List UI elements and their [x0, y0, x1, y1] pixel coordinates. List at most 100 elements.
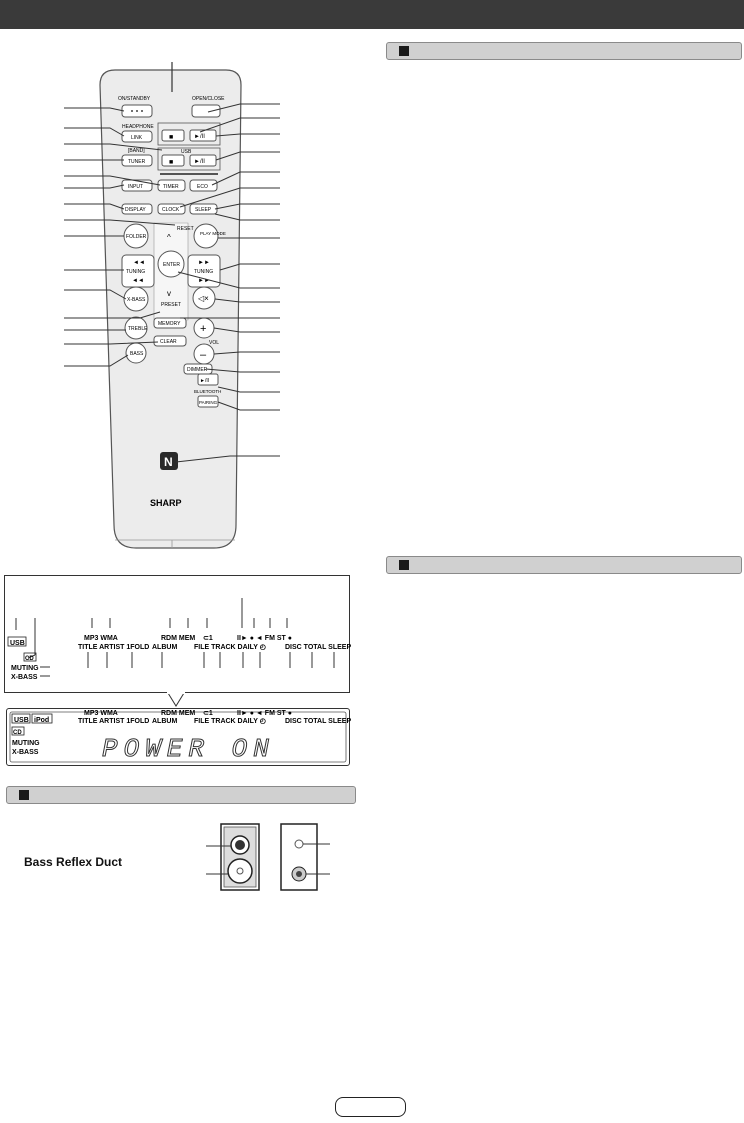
- headphone-label: HEADPHONE: [122, 124, 154, 130]
- timer-label: TIMER: [163, 184, 179, 190]
- play-mode-label: PLAY MODE: [200, 231, 226, 236]
- on-standby-label: ON/STANDBY: [118, 96, 151, 102]
- mute-button: [192, 286, 216, 310]
- cd-stop-symbol: ■: [169, 134, 173, 141]
- sleep-label: SLEEP: [195, 207, 212, 213]
- memory-button: [153, 317, 187, 329]
- section-heading-bar: [6, 786, 356, 804]
- bt-play-pause-symbol: ►/II: [200, 378, 209, 384]
- reset-label: RESET: [177, 226, 194, 232]
- lcd-repeat: ⊂1: [203, 710, 213, 717]
- clock-label: CLOCK: [162, 207, 180, 213]
- enter-label: ENTER: [163, 262, 180, 268]
- lcd-ipod: iPod: [34, 717, 49, 724]
- dimmer-label: DIMMER: [187, 367, 208, 373]
- lcd-xbass: X-BASS: [12, 749, 39, 756]
- lcd-rdm-mem: RDM MEM: [161, 710, 195, 717]
- page-number-box: [335, 1097, 406, 1117]
- x-bass-label: X-BASS: [127, 297, 146, 303]
- lcd-display-contents: USB iPod MP3 WMA RDM MEM ⊂1 II► ● ◄ FM S…: [9, 710, 351, 765]
- lcd-message: POWER ON: [102, 734, 275, 764]
- xbass-indicator: X-BASS: [11, 674, 38, 681]
- lcd-album: ALBUM: [152, 718, 177, 725]
- clear-button: [153, 335, 187, 347]
- tuner-label: TUNER: [128, 159, 146, 165]
- band-label: [BAND]: [128, 148, 145, 154]
- clock-button: [157, 203, 186, 215]
- usb-stop-symbol: ■: [169, 159, 173, 166]
- svg-text:v: v: [167, 289, 171, 298]
- usb-stop-button: [161, 154, 185, 167]
- enter-button: [157, 250, 185, 278]
- lcd-format: MP3 WMA: [84, 710, 118, 717]
- svg-text:◄◄: ◄◄: [133, 260, 145, 266]
- lcd-usb: USB: [14, 717, 29, 724]
- lcd-display-panel: [6, 708, 350, 766]
- svg-text:^: ^: [167, 233, 171, 242]
- pairing-button: [197, 395, 219, 408]
- section-bullet-icon: [399, 560, 409, 570]
- usb-indicator: USB: [10, 640, 25, 647]
- svg-text:◁×: ◁×: [198, 294, 209, 303]
- link-button: [121, 130, 153, 143]
- nfc-icon: [160, 452, 178, 470]
- title-artist-fold-indicator: TITLE ARTIST 1FOLD: [78, 644, 149, 651]
- lcd-title-artist: TITLE ARTIST 1FOLD: [78, 718, 149, 725]
- section-heading-bar: [386, 42, 742, 60]
- section-heading-bar: [386, 556, 742, 574]
- lcd-muting: MUTING: [12, 740, 40, 747]
- play-state-indicators: II► ● ◄ FM ST ●: [237, 635, 292, 642]
- section-bullet-icon: [19, 790, 29, 800]
- lcd-disc-total: DISC TOTAL SLEEP: [285, 718, 351, 725]
- eco-button: [189, 179, 218, 192]
- section-bullet-icon: [399, 46, 409, 56]
- muting-indicator: MUTING: [11, 665, 39, 672]
- treble-label: TREBLE: [128, 326, 148, 332]
- bass-label: BASS: [130, 351, 144, 357]
- cd-play-pause-symbol: ►/II: [194, 134, 205, 140]
- open-close-button: [191, 104, 221, 118]
- bass-reflex-duct-label: Bass Reflex Duct: [24, 855, 123, 869]
- input-label: INPUT: [128, 184, 143, 190]
- header-bar: [0, 0, 744, 29]
- treble-button: [124, 316, 148, 340]
- lcd-play-state: II► ● ◄ FM ST ●: [237, 710, 292, 717]
- repeat-indicator: ⊂1: [203, 635, 213, 642]
- cd-indicator: CD: [25, 656, 34, 662]
- svg-text:►►: ►►: [198, 260, 210, 266]
- x-bass-button: [123, 286, 149, 312]
- memory-label: MEMORY: [158, 321, 181, 327]
- format-indicator: MP3 WMA: [84, 635, 118, 642]
- pairing-label: PAIRING: [199, 400, 218, 405]
- vol-label: VOL: [209, 340, 219, 346]
- disc-total-sleep-indicator: DISC TOTAL SLEEP: [285, 644, 351, 651]
- svg-text:►►: ►►: [198, 278, 210, 284]
- usb-play-pause-button: [189, 154, 217, 167]
- dimmer-button: [183, 363, 213, 375]
- bt-play-pause-button: [197, 373, 219, 386]
- timer-button: [157, 179, 186, 192]
- preset-label: PRESET: [161, 302, 181, 308]
- lcd-cd: CD: [13, 730, 22, 736]
- remote-control-illustration: ON/STANDBY OPEN/CLOSE HEADPHONE LINK ■ ►…: [64, 62, 280, 549]
- cd-stop-button: [161, 129, 185, 142]
- play-mode-button: [193, 223, 219, 249]
- eco-label: ECO: [197, 184, 208, 190]
- rdm-mem-indicator: RDM MEM: [161, 635, 195, 642]
- folder-label: FOLDER: [126, 234, 147, 240]
- svg-text:◄◄: ◄◄: [132, 278, 144, 284]
- file-track-daily-indicator: FILE TRACK DAILY ◴: [194, 644, 266, 651]
- lcd-file-track: FILE TRACK DAILY ◴: [194, 718, 266, 725]
- display-label: DISPLAY: [125, 207, 146, 213]
- vol-down-symbol: –: [200, 349, 207, 361]
- link-label: LINK: [131, 135, 143, 141]
- usb-play-pause-symbol: ►/II: [194, 159, 205, 165]
- usb-group-label: USB: [181, 149, 192, 155]
- clear-label: CLEAR: [160, 339, 177, 345]
- bluetooth-label: BLUETOOTH: [194, 389, 221, 394]
- speaker-illustrations: [206, 823, 330, 891]
- vol-up-symbol: +: [200, 323, 206, 335]
- display-button: [121, 203, 153, 215]
- album-indicator: ALBUM: [152, 644, 177, 651]
- tuning-prev-label: TUNING: [126, 269, 145, 275]
